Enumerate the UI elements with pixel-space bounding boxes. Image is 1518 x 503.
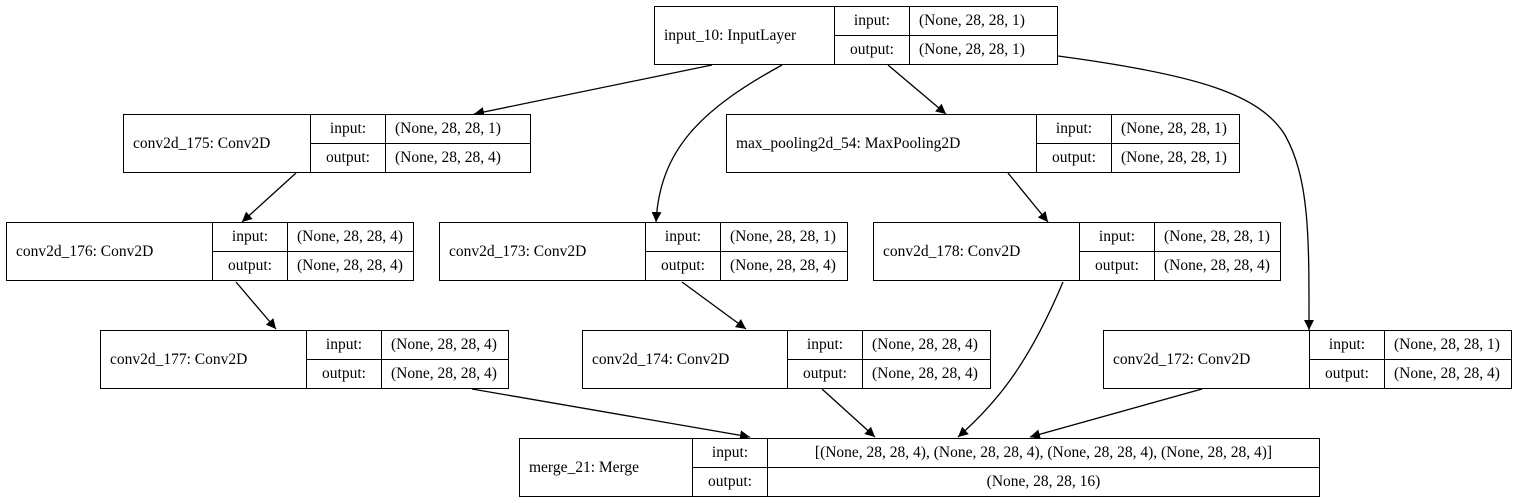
input-label: input: (231, 228, 269, 245)
node-name: merge_21: Merge (520, 439, 693, 496)
node-name: conv2d_173: Conv2D (440, 223, 646, 280)
input-shape: (None, 28, 28, 4) (297, 228, 403, 245)
output-shape: (None, 28, 28, 4) (1385, 359, 1511, 388)
input-label: input: (1098, 228, 1136, 245)
output-shape: (None, 28, 28, 16) (768, 467, 1319, 496)
output-shape: (None, 28, 28, 4) (863, 359, 990, 388)
output-label: output: (307, 359, 381, 388)
input-shape: (None, 28, 28, 1) (1121, 120, 1227, 137)
edge-conv2d_172-merge_21 (1029, 388, 1203, 440)
input-shape: (None, 28, 28, 1) (919, 12, 1025, 29)
node-conv2d_175: conv2d_175: Conv2D input: output: (None, … (123, 114, 531, 173)
node-conv2d_176: conv2d_176: Conv2D input: output: (None, … (6, 222, 414, 281)
input-label: input: (1328, 336, 1366, 353)
output-shape: (None, 28, 28, 4) (1155, 251, 1280, 280)
input-shape: (None, 28, 28, 1) (395, 120, 501, 137)
input-label: input: (711, 444, 749, 461)
node-name: max_pooling2d_54: MaxPooling2D (727, 115, 1037, 172)
output-shape: (None, 28, 28, 1) (1112, 143, 1239, 172)
edge-conv2d_173-conv2d_174 (681, 281, 747, 330)
output-label: output: (646, 251, 720, 280)
node-merge_21: merge_21: Merge input: output: [(None, 28… (519, 438, 1320, 497)
input-shape: (None, 28, 28, 1) (1164, 228, 1270, 245)
input-label: input: (664, 228, 702, 245)
input-label: input: (853, 12, 891, 29)
output-shape: (None, 28, 28, 1) (910, 35, 1057, 64)
edge-conv2d_176-conv2d_177 (235, 281, 277, 330)
edge-input_10-conv2d_175 (473, 64, 713, 117)
edge-conv2d_178-merge_21 (957, 281, 1064, 438)
node-conv2d_172: conv2d_172: Conv2D input: output: (None, … (1103, 330, 1512, 389)
output-label: output: (311, 143, 385, 172)
output-label: output: (835, 35, 909, 64)
output-label: output: (213, 251, 287, 280)
edge-conv2d_177-merge_21 (471, 388, 751, 441)
node-input_10: input_10: InputLayer input: output: (None… (654, 6, 1058, 65)
input-shape: (None, 28, 28, 4) (391, 336, 497, 353)
input-label: input: (806, 336, 844, 353)
edge-conv2d_175-conv2d_176 (241, 172, 297, 223)
node-name: input_10: InputLayer (655, 7, 835, 64)
node-name: conv2d_176: Conv2D (7, 223, 213, 280)
node-name: conv2d_175: Conv2D (124, 115, 311, 172)
input-label: input: (325, 336, 363, 353)
input-shape: (None, 28, 28, 1) (730, 228, 836, 245)
output-label: output: (693, 467, 767, 496)
input-shape: (None, 28, 28, 4) (872, 336, 978, 353)
input-shape: (None, 28, 28, 1) (1394, 336, 1500, 353)
output-label: output: (1037, 143, 1111, 172)
node-max_pooling2d_54: max_pooling2d_54: MaxPooling2D input: out… (726, 114, 1240, 173)
input-shape: [(None, 28, 28, 4), (None, 28, 28, 4), (… (814, 444, 1273, 461)
node-conv2d_178: conv2d_178: Conv2D input: output: (None, … (873, 222, 1281, 281)
output-shape: (None, 28, 28, 4) (386, 143, 530, 172)
input-label: input: (1055, 120, 1093, 137)
edge-max_pooling2d_54-conv2d_178 (1007, 172, 1049, 223)
node-conv2d_174: conv2d_174: Conv2D input: output: (None, … (582, 330, 991, 389)
output-label: output: (1310, 359, 1384, 388)
edge-input_10-max_pooling2d_54 (887, 64, 947, 115)
node-name: conv2d_178: Conv2D (874, 223, 1080, 280)
input-label: input: (329, 120, 367, 137)
output-shape: (None, 28, 28, 4) (382, 359, 508, 388)
node-name: conv2d_172: Conv2D (1104, 331, 1310, 388)
output-label: output: (788, 359, 862, 388)
output-shape: (None, 28, 28, 4) (721, 251, 847, 280)
output-shape: (None, 28, 28, 4) (288, 251, 413, 280)
node-conv2d_177: conv2d_177: Conv2D input: output: (None, … (100, 330, 509, 389)
edge-input_10-conv2d_172 (1057, 55, 1315, 331)
node-conv2d_173: conv2d_173: Conv2D input: output: (None, … (439, 222, 848, 281)
edge-conv2d_174-merge_21 (821, 388, 876, 438)
node-name: conv2d_174: Conv2D (583, 331, 788, 388)
node-name: conv2d_177: Conv2D (101, 331, 307, 388)
output-label: output: (1080, 251, 1154, 280)
edge-input_10-conv2d_173 (651, 64, 783, 223)
